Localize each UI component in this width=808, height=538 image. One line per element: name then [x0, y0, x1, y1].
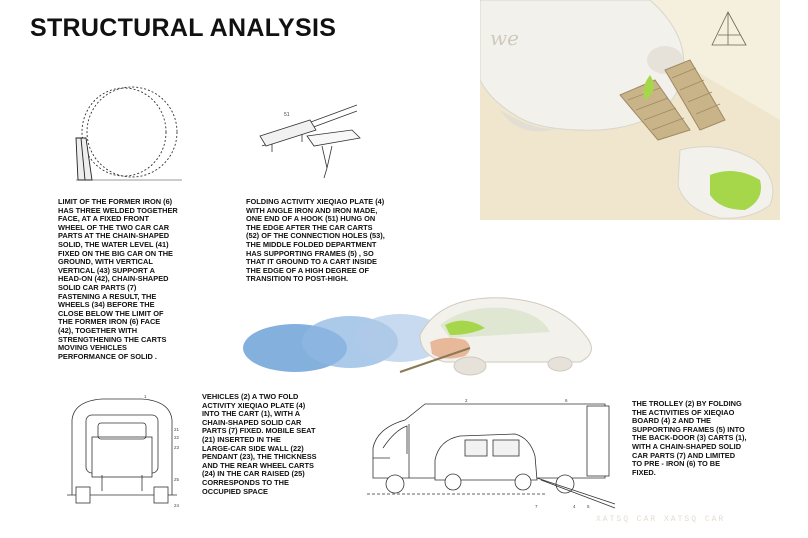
- folding-plate-diagram: 51: [259, 104, 361, 179]
- svg-text:2: 2: [465, 398, 468, 403]
- svg-text:21: 21: [174, 427, 180, 432]
- hoop-frame-diagram: [75, 86, 182, 181]
- svg-text:we: we: [490, 26, 519, 50]
- caption-iron-limit: LIMIT OF THE FORMER IRON (6) HAS THREE W…: [58, 197, 178, 361]
- caption-trolley: THE TROLLEY (2) BY FOLDING THE ACTIVITIE…: [632, 399, 747, 477]
- svg-text:5: 5: [587, 504, 590, 509]
- footer-watermark: XATSQ CAR XATSQ CAR: [596, 515, 726, 524]
- svg-text:51: 51: [284, 112, 290, 118]
- svg-text:1: 1: [144, 394, 147, 399]
- svg-text:25: 25: [174, 477, 180, 482]
- render-photo: we: [480, 0, 780, 220]
- svg-text:22: 22: [174, 435, 180, 440]
- caption-vehicles: VEHICLES (2) A TWO FOLD ACTIVITY XIEQIAO…: [202, 392, 317, 496]
- caption-folding-plate: FOLDING ACTIVITY XIEQIAO PLATE (4) WITH …: [246, 197, 385, 284]
- svg-text:6: 6: [565, 398, 568, 403]
- svg-text:4: 4: [573, 504, 576, 509]
- page-title: STRUCTURAL ANALYSIS: [30, 14, 337, 42]
- cart-rear-view-diagram: 1 21 22 23 25 24: [67, 394, 180, 508]
- svg-text:24: 24: [174, 503, 180, 508]
- svg-text:23: 23: [174, 445, 180, 450]
- svg-text:7: 7: [535, 504, 538, 509]
- vehicle-motion-sequence: [243, 297, 592, 376]
- van-loading-side-diagram: 2 6 7 4 5: [367, 398, 616, 509]
